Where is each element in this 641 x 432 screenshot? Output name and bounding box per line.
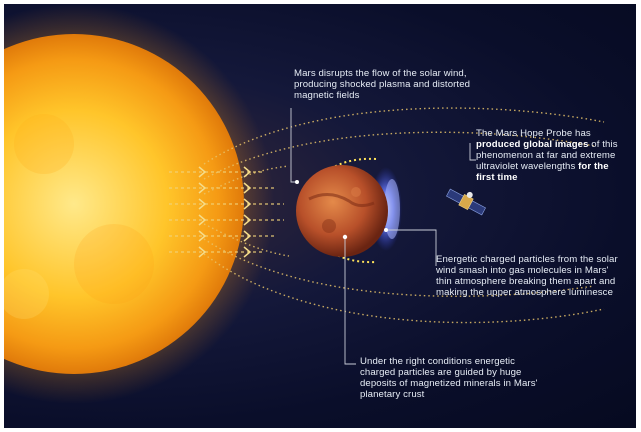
callout-solar-wind: Mars disrupts the flow of the solar wind… [294,68,471,101]
callout-charged-particles: Energetic charged particles from the sol… [436,254,618,298]
magnetic-field-lines [203,107,605,324]
callout-hope-probe: The Mars Hope Probe has produced global … [476,128,626,183]
sun-icon [4,34,244,374]
hope-probe-spacecraft-icon [446,188,486,216]
callout-magnetized-crust: Under the right conditions energetic cha… [360,356,538,400]
diagram-art [4,4,605,404]
space-scene: Mars disrupts the flow of the solar wind… [4,4,636,428]
callout-probe-bold-1: produced global images [476,139,589,150]
callout-probe-bold-2: for the first time [476,161,609,183]
callout-probe-text-1: The Mars Hope Probe has [476,128,591,139]
callout-probe-text-2: of this phenomenon at far and extreme ul… [476,139,618,172]
mars-planet-icon [296,165,388,257]
flow-arrow-icons [198,166,252,258]
solar-wind-flow [169,171,284,253]
